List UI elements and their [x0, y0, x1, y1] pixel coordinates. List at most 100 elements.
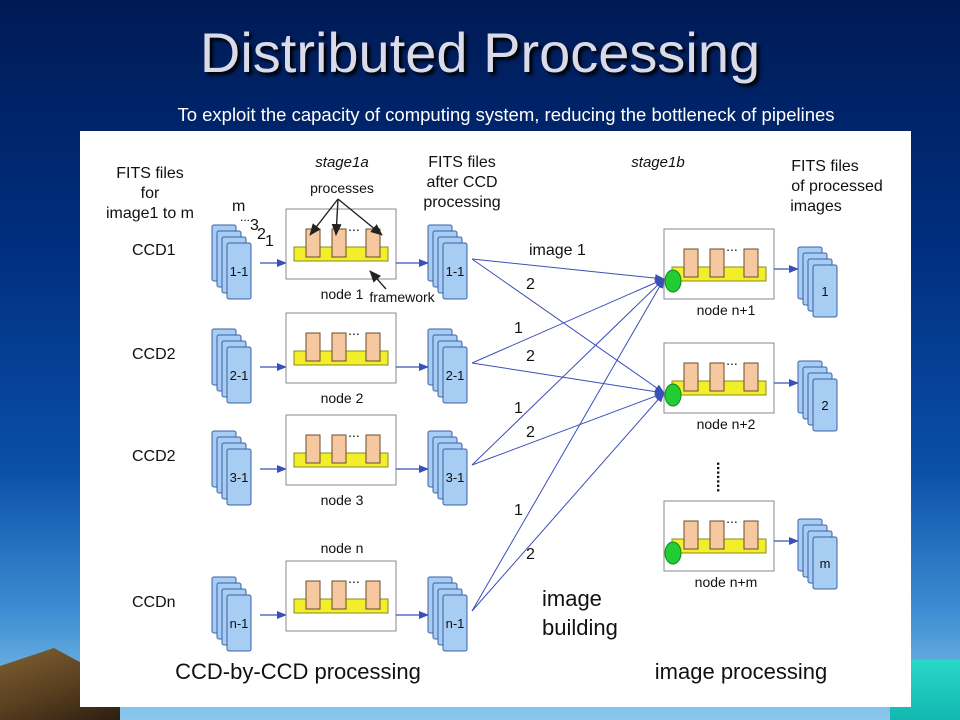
image-node-1-merge-point	[664, 269, 682, 293]
image-node-3-process-1	[683, 520, 699, 550]
ccd-row-2-input-file-sheet	[226, 346, 252, 404]
ccd-row-1-input-file-label: 1-1	[230, 264, 249, 279]
ccd-row-1-input-file-stack: 1-1	[211, 224, 252, 300]
ccd-row-1-input-file-sheet	[226, 242, 252, 300]
header-right-line3: images	[790, 198, 842, 215]
diagram-panel: FITS files for image1 to m stage1a FITS …	[80, 131, 911, 707]
image-node-2-process-3	[743, 362, 759, 392]
header-mid-line2: after CCD	[426, 174, 497, 191]
image-building-line2: building	[542, 615, 618, 640]
route-row3-to-image-2	[471, 392, 665, 466]
image-node-2-output-file-sheet	[812, 378, 838, 432]
slide-title: Distributed Processing	[199, 21, 761, 84]
ccd-row-2-input-file-stack: 2-1	[211, 328, 252, 404]
image-node-2-ellipsis: ...	[726, 352, 738, 368]
ccd-row-3-ellipsis: ...	[348, 424, 360, 440]
ccd-row-1-process-1	[305, 228, 321, 258]
ccd-row-4-process-1	[305, 580, 321, 610]
image-node-1-output-file-sheet	[812, 264, 838, 318]
ccd-row-3-ccd-label: CCD2	[132, 448, 176, 465]
route-row4-to-image-2	[471, 392, 665, 612]
ccd-row-4-process-3	[365, 580, 381, 610]
label-1-row3: 1	[514, 400, 523, 417]
ccd-row-2-output-file-sheet	[442, 346, 468, 404]
ccd-row-2-output-file-stack: 2-1	[427, 328, 468, 404]
ccd-row-2-output-file-label: 2-1	[446, 368, 465, 383]
ccd-row-3-input-file-stack: 3-1	[211, 430, 252, 506]
ccd-row-2-process-2	[331, 332, 347, 362]
ccd-row-4-process-2	[331, 580, 347, 610]
image-building-line1: image	[542, 586, 602, 611]
header-stage1a: stage1a	[315, 154, 368, 171]
ccd-row-1-node-label: node 1	[321, 286, 364, 302]
ccd-row-3-output-file-stack: 3-1	[427, 430, 468, 506]
label-1-row2: 1	[514, 320, 523, 337]
route-row2-to-image-1	[471, 278, 665, 364]
image-node-3-output-file-sheet	[812, 536, 838, 590]
footer-ccd-processing: CCD-by-CCD processing	[175, 659, 421, 684]
ccd-row-4-output-file-label: n-1	[446, 616, 465, 631]
header-left-line3: image1 to m	[106, 205, 194, 222]
route-row2-to-image-2	[471, 362, 665, 396]
label-1-row4: 1	[514, 502, 523, 519]
stack-index-m: m	[232, 198, 245, 215]
ccd-row-2-ellipsis: ...	[348, 322, 360, 338]
image-node-3-process-3	[743, 520, 759, 550]
vertical-ellipsis: .......	[713, 461, 730, 492]
ccd-row-2-ccd-label: CCD2	[132, 346, 176, 363]
label-image-1: image 1	[529, 242, 586, 259]
image-node-3-output-file-stack: m	[797, 518, 838, 590]
image-node-1-node-label: node n+1	[697, 302, 756, 318]
header-left-line2: for	[141, 185, 160, 202]
header-right-line1: FITS files	[791, 158, 859, 175]
route-row1-to-image-1	[471, 258, 665, 283]
image-node-1-output-file-label: 1	[821, 284, 828, 299]
header-left-line1: FITS files	[116, 165, 184, 182]
slide-subtitle: To exploit the capacity of computing sys…	[177, 104, 835, 125]
ccd-row-3-process-1	[305, 434, 321, 464]
processes-label: processes	[310, 180, 374, 196]
ccd-row-4-ccd-label: CCDn	[132, 594, 176, 611]
header-mid-line1: FITS files	[428, 154, 496, 171]
image-node-1-process-1	[683, 248, 699, 278]
image-node-2-process-2	[709, 362, 725, 392]
ccd-row-4-input-file-stack: n-1	[211, 576, 252, 652]
stack-index-dots: ...	[240, 210, 250, 224]
image-node-3-node-box: ...	[663, 500, 775, 572]
ccd-row-3-input-file-label: 3-1	[230, 470, 249, 485]
ccd-row-2-process-1	[305, 332, 321, 362]
image-node-2-output-file-stack: 2	[797, 360, 838, 432]
ccd-row-1-ellipsis: ...	[348, 218, 360, 234]
image-node-2-node-box: ...	[663, 342, 775, 414]
ccd-row-2-node-box: ...	[285, 312, 397, 384]
ccd-row-2-input-file-label: 2-1	[230, 368, 249, 383]
ccd-row-3-output-file-sheet	[442, 448, 468, 506]
ccd-row-1-process-3	[365, 228, 381, 258]
image-node-1-ellipsis: ...	[726, 238, 738, 254]
ccd-row-1-output-file-label: 1-1	[446, 264, 465, 279]
image-node-2-node-label: node n+2	[697, 416, 756, 432]
ccd-row-2-node-label: node 2	[321, 390, 364, 406]
ccd-row-4-node-label: node n	[321, 540, 364, 556]
pipeline-diagram: FITS files for image1 to m stage1a FITS …	[106, 154, 883, 684]
processes-arrow-3	[337, 198, 383, 236]
image-node-3-process-2	[709, 520, 725, 550]
image-node-3-ellipsis: ...	[726, 510, 738, 526]
stack-index-1: 1	[265, 233, 274, 250]
ccd-row-4-node-box: ...	[285, 560, 397, 632]
image-node-1-process-3	[743, 248, 759, 278]
image-node-2-output-file-label: 2	[821, 398, 828, 413]
ccd-row-3-node-label: node 3	[321, 492, 364, 508]
ccd-row-4-output-file-stack: n-1	[427, 576, 468, 652]
framework-label: framework	[369, 289, 435, 305]
ccd-row-1-output-file-sheet	[442, 242, 468, 300]
image-node-1-process-2	[709, 248, 725, 278]
footer-image-processing: image processing	[655, 659, 827, 684]
ccd-row-3-input-file-sheet	[226, 448, 252, 506]
ccd-row-3-node-box: ...	[285, 414, 397, 486]
ccd-row-1-node-box: ...	[285, 208, 397, 280]
ccd-row-3-process-3	[365, 434, 381, 464]
label-2-row3: 2	[526, 424, 535, 441]
image-node-1-output-file-stack: 1	[797, 246, 838, 318]
header-mid-line3: processing	[423, 194, 500, 211]
